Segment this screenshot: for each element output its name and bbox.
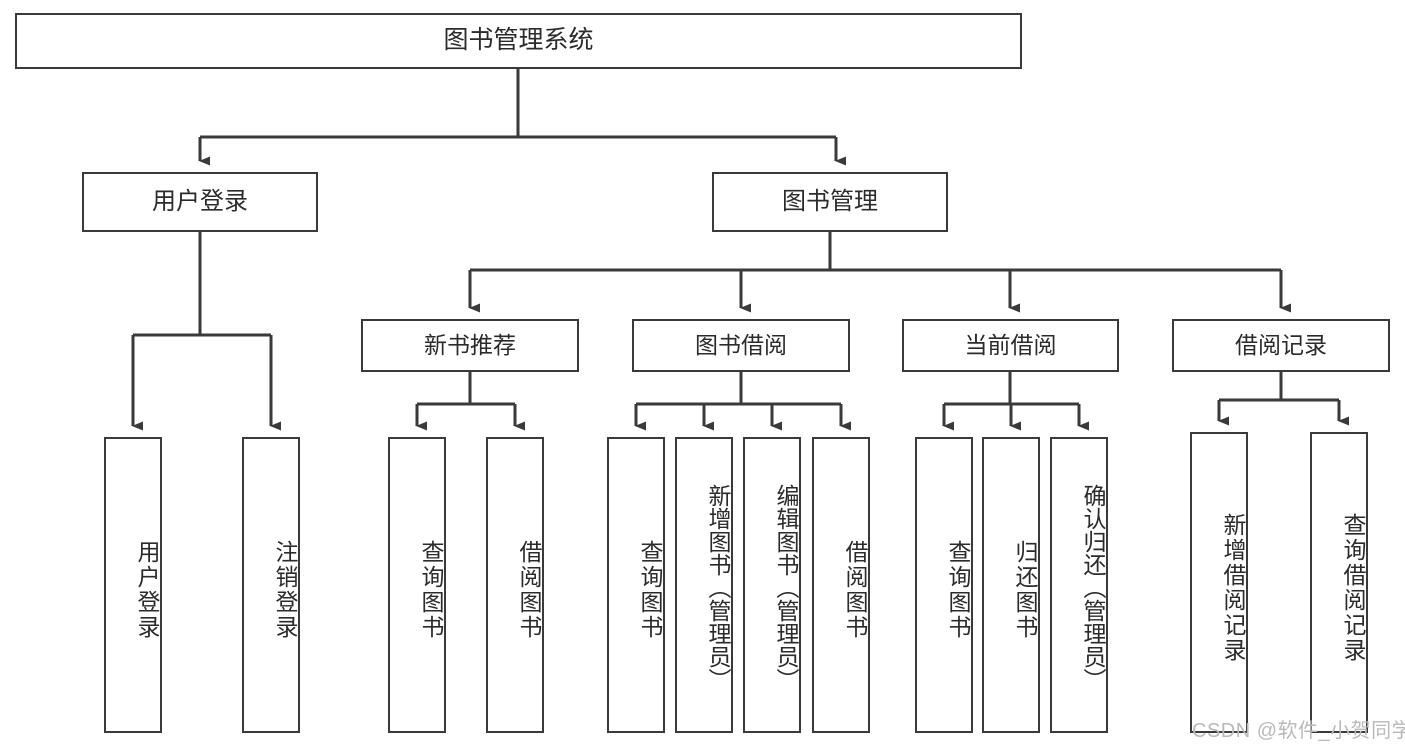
node-label: 借阅图书 <box>516 540 542 640</box>
node-label: 编辑图书（管理员） <box>773 483 799 691</box>
node-root-system[interactable]: 图书管理系统 <box>15 13 1022 69</box>
node-label: 新增借阅记录 <box>1220 512 1246 663</box>
node-label: 图书管理 <box>782 187 878 215</box>
watermark-text: CSDN @软件_小贺同学 <box>1192 720 1405 742</box>
node-book-management[interactable]: 图书管理 <box>712 172 948 232</box>
leaf-add-borrow-record[interactable]: 新增借阅记录 <box>1190 432 1248 733</box>
node-label: 查询借阅记录 <box>1340 512 1366 663</box>
leaf-query-book-current[interactable]: 查询图书 <box>915 437 973 733</box>
node-new-book-recommend[interactable]: 新书推荐 <box>361 319 579 372</box>
node-label: 用户登录 <box>134 540 160 640</box>
node-label: 查询图书 <box>418 540 444 640</box>
node-label: 新增图书（管理员） <box>705 483 731 691</box>
node-label: 归还图书 <box>1012 540 1038 640</box>
leaf-borrow-book[interactable]: 借阅图书 <box>812 437 870 733</box>
leaf-edit-book-admin[interactable]: 编辑图书（管理员） <box>743 437 801 733</box>
node-label: 借阅记录 <box>1235 331 1327 358</box>
node-label: 借阅图书 <box>842 540 868 640</box>
node-label: 图书管理系统 <box>443 26 594 55</box>
node-book-borrow[interactable]: 图书借阅 <box>632 319 850 372</box>
node-label: 确认归还（管理员） <box>1080 483 1106 691</box>
node-user-login[interactable]: 用户登录 <box>82 172 318 232</box>
leaf-user-logout[interactable]: 注销登录 <box>242 437 300 733</box>
leaf-query-book-recommend[interactable]: 查询图书 <box>388 437 446 733</box>
leaf-query-borrow-record[interactable]: 查询借阅记录 <box>1310 432 1368 733</box>
node-current-borrow[interactable]: 当前借阅 <box>902 319 1119 372</box>
node-label: 新书推荐 <box>424 331 516 358</box>
leaf-confirm-return-admin[interactable]: 确认归还（管理员） <box>1050 437 1108 733</box>
node-label: 当前借阅 <box>964 331 1057 358</box>
node-borrow-record[interactable]: 借阅记录 <box>1172 319 1390 372</box>
node-label: 注销登录 <box>272 540 298 640</box>
leaf-add-book-admin[interactable]: 新增图书（管理员） <box>675 437 733 733</box>
leaf-return-book[interactable]: 归还图书 <box>982 437 1040 733</box>
leaf-user-login[interactable]: 用户登录 <box>104 437 162 733</box>
leaf-query-book-borrow[interactable]: 查询图书 <box>607 437 665 733</box>
node-label: 查询图书 <box>945 540 971 640</box>
leaf-borrow-book-recommend[interactable]: 借阅图书 <box>486 437 544 733</box>
node-label: 用户登录 <box>152 187 248 215</box>
node-label: 图书借阅 <box>695 331 787 358</box>
node-label: 查询图书 <box>637 540 663 640</box>
